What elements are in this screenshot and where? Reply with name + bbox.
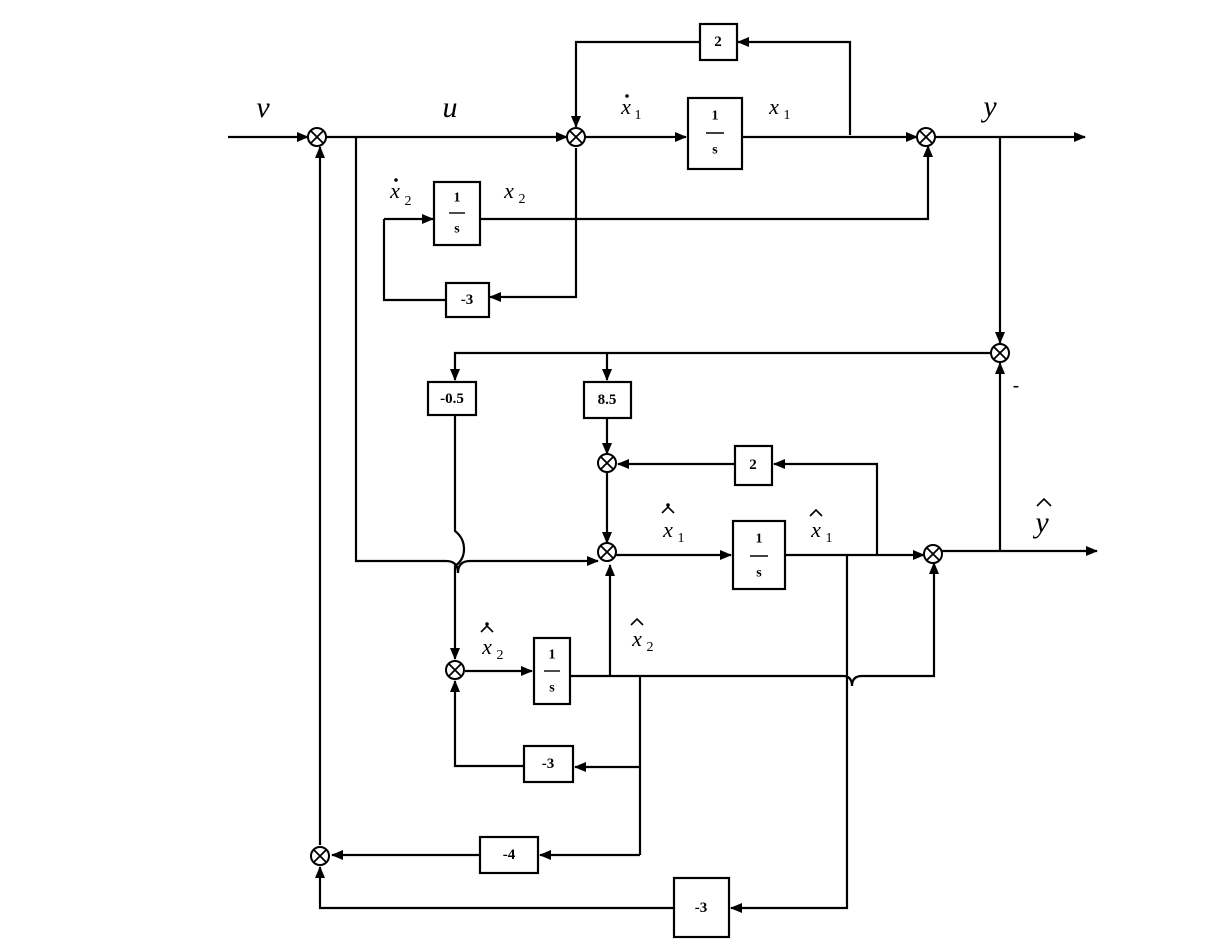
svg-text:x: x [631,626,642,651]
observer-integrator-2: 1 s [532,636,572,706]
svg-text:x: x [810,517,821,542]
sum-junction-input [307,127,327,147]
svg-text:2: 2 [405,194,412,209]
svg-text:2: 2 [714,34,722,50]
svg-text:x: x [503,178,514,203]
wire-plant-fb3-out [382,219,446,302]
plant-integrator-1: 1 s [686,96,744,171]
plant-feedback-gain-2: 2 [698,22,739,62]
state-feedback-gain-minus4: -4 [478,835,540,875]
svg-text:1: 1 [756,532,763,547]
observer-gain-l1: 8.5 [582,380,633,420]
wire-l2-out [450,415,466,660]
sum-junction-observer-upper [597,453,617,473]
svg-text:s: s [756,566,762,581]
svg-text:s: s [712,143,718,158]
label-x2: x 2 [503,178,525,207]
sum-junction-output-error [990,343,1010,363]
wire-obs-fb2-in [773,459,879,554]
label-v: v [256,91,270,124]
svg-text:1: 1 [678,531,685,546]
svg-text:1: 1 [784,108,791,123]
svg-text:1: 1 [826,531,833,546]
svg-text:y: y [1032,506,1049,539]
svg-text:-4: -4 [503,847,516,863]
svg-text:-3: -3 [695,900,708,916]
wire-plant-x2-branch [489,148,578,302]
label-x2hat: x 2 [630,617,654,655]
sum-junction-observer-output [923,544,943,564]
wire-obs-fb3-out [450,680,524,768]
svg-text:2: 2 [497,648,504,663]
wire-u-branch [354,137,599,574]
svg-text:1: 1 [712,109,719,124]
svg-text:1: 1 [454,191,461,206]
svg-text:s: s [549,681,555,696]
label-y: y [980,90,997,123]
label-x1hatdot: x 1 [661,503,685,546]
plant-feedback-gain-minus3: -3 [444,281,491,319]
sum-junction-plant-output [916,127,936,147]
svg-text:-0.5: -0.5 [440,391,464,407]
wire-plant-fb2-out [571,40,700,128]
svg-text:-3: -3 [461,292,474,308]
label-x2hatdot: x 2 [480,622,504,663]
label-yhat: y [1032,497,1052,539]
svg-text:s: s [454,222,460,237]
svg-text:x: x [768,94,779,119]
plant-integrator-2: 1 s [432,180,482,247]
sum-junction-state-feedback [310,846,330,866]
label-x1hat: x 1 [809,508,833,546]
svg-text:1: 1 [549,648,556,663]
svg-text:x: x [620,94,631,119]
svg-text:2: 2 [647,640,654,655]
label-x1dot: x 1 [620,94,641,123]
svg-text:2: 2 [519,192,526,207]
wire-x2 [480,145,933,221]
observer-feedback-gain-2: 2 [733,444,774,487]
wire-error-left [450,351,990,381]
svg-text:x: x [389,178,400,203]
wire-x1hat-down [730,555,849,913]
label-x2dot: x 2 [389,178,411,209]
svg-text:-3: -3 [542,756,555,772]
observer-integrator-1: 1 s [731,519,787,591]
state-feedback-gain-minus3: -3 [672,876,731,939]
svg-text:x: x [481,634,492,659]
observer-feedback-gain-minus3: -3 [522,744,575,784]
sum-junction-plant-x1dot [566,127,586,147]
wire-k1-out [315,866,674,910]
label-minus-sign: - [1013,375,1020,397]
sum-junction-observer-x1hatdot [597,542,617,562]
label-u: u [443,91,458,124]
label-x1: x 1 [768,94,790,123]
wire-plant-fb2-in [737,37,852,135]
svg-text:1: 1 [635,108,642,123]
svg-text:8.5: 8.5 [598,392,617,408]
svg-text:2: 2 [749,457,757,473]
observer-gain-l2: -0.5 [426,380,478,417]
sum-junction-observer-x2hatdot [445,660,465,680]
svg-text:x: x [662,517,673,542]
